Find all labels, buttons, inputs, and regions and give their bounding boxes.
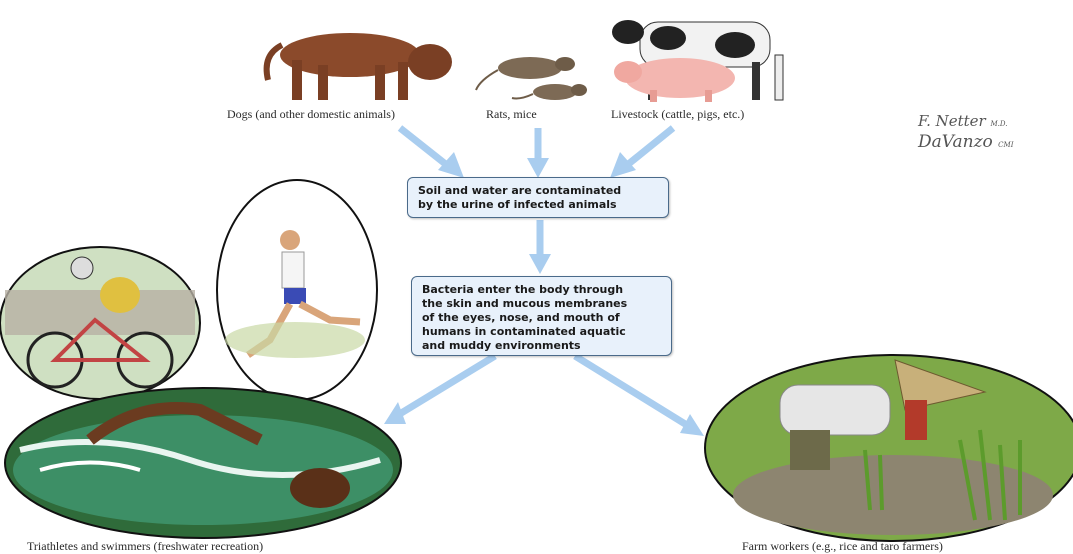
dog-illustration — [267, 33, 452, 100]
step-2-line-4: humans in contaminated aquatic — [422, 325, 661, 339]
signature-line-2: DaVanzo CMI — [918, 133, 1013, 154]
outcome-label-swimmers: Triathletes and swimmers (freshwater rec… — [27, 539, 263, 554]
runner-illustration — [217, 180, 377, 400]
source-label-dogs: Dogs (and other domestic animals) — [227, 107, 395, 122]
outcome-label-farm-workers: Farm workers (e.g., rice and taro farmer… — [742, 539, 943, 554]
step-2-line-1: Bacteria enter the body through — [422, 283, 661, 297]
step-1-line-1: Soil and water are contaminated — [418, 184, 658, 198]
cyclist-illustration — [0, 247, 200, 399]
source-label-livestock: Livestock (cattle, pigs, etc.) — [611, 107, 744, 122]
swimmer-illustration — [5, 388, 401, 538]
step-box-bacteria-entry: Bacteria enter the body through the skin… — [411, 276, 672, 356]
step-2-line-2: the skin and mucous membranes — [422, 297, 661, 311]
source-label-rats: Rats, mice — [486, 107, 537, 122]
step-1-line-2: by the urine of infected animals — [418, 198, 658, 212]
step-box-contamination: Soil and water are contaminated by the u… — [407, 177, 669, 218]
rats-illustration — [476, 57, 587, 100]
signature-line-1: F. Netter M.D. — [918, 112, 1013, 133]
farmer-illustration — [705, 355, 1073, 541]
pig-illustration — [614, 58, 735, 102]
artist-signature: F. Netter M.D. DaVanzo CMI — [918, 112, 1013, 154]
step-2-line-5: and muddy environments — [422, 339, 661, 353]
step-2-line-3: of the eyes, nose, and mouth of — [422, 311, 661, 325]
